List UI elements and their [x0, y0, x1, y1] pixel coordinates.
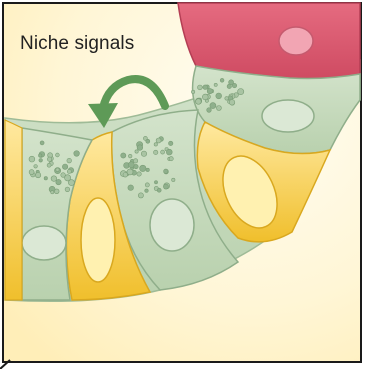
yellow-cell-edge [5, 120, 22, 300]
granule [47, 157, 51, 161]
granule [145, 189, 149, 193]
granule [61, 173, 66, 178]
green-cell-upper-nucleus [262, 100, 314, 132]
granule [154, 143, 157, 146]
granule [154, 181, 157, 184]
granule [191, 90, 194, 93]
granule [138, 193, 143, 198]
granule [67, 170, 71, 174]
granule [35, 172, 40, 177]
granule [145, 183, 149, 187]
green-cell-left-nucleus [22, 226, 66, 260]
granule [133, 159, 137, 163]
granule [67, 158, 72, 163]
granule [39, 154, 42, 157]
granule [196, 99, 202, 105]
granule [65, 187, 70, 192]
granule [123, 173, 128, 178]
granule [161, 150, 165, 154]
granule [238, 89, 244, 95]
granule [225, 97, 229, 101]
red-cell-nucleus [279, 27, 313, 55]
granule [216, 106, 221, 111]
granule [156, 138, 161, 143]
granule [121, 153, 126, 158]
granule [62, 164, 67, 169]
granule [47, 163, 51, 167]
granule [164, 169, 168, 173]
niche-signals-label: Niche signals [20, 33, 134, 55]
granule [203, 85, 208, 90]
granule [214, 83, 217, 86]
granule [166, 149, 172, 155]
granule [157, 188, 161, 192]
granule [39, 159, 43, 163]
granule [56, 153, 60, 157]
granule [207, 88, 212, 93]
yellow-cell-left-nucleus [81, 198, 115, 282]
green-cell-middle-nucleus [150, 199, 194, 251]
granule [68, 180, 74, 186]
granule [205, 99, 208, 102]
granule [137, 172, 141, 176]
granule [154, 150, 158, 154]
granule [44, 177, 47, 180]
granule [146, 168, 149, 171]
granule [127, 169, 133, 175]
granule [34, 165, 38, 169]
granule [207, 108, 212, 113]
granule [140, 165, 146, 171]
granule [141, 151, 146, 156]
granule [134, 164, 138, 168]
granule [137, 145, 143, 151]
granule [169, 141, 173, 145]
granule [216, 93, 222, 99]
granule [169, 157, 173, 161]
granule [128, 154, 132, 158]
granule [220, 78, 224, 82]
granule [135, 150, 138, 153]
granule [74, 151, 80, 157]
granule [40, 141, 44, 145]
granule [29, 156, 35, 162]
granule [56, 168, 59, 171]
granule [229, 100, 235, 106]
granule [227, 84, 231, 88]
granule [51, 191, 54, 194]
granule [163, 184, 168, 189]
granule [210, 103, 216, 109]
granule [172, 178, 175, 181]
granule [29, 170, 34, 175]
granule [56, 179, 61, 184]
granule [51, 176, 57, 182]
granule [146, 139, 150, 143]
granule [128, 185, 134, 191]
granule [232, 83, 236, 87]
granule [128, 162, 134, 168]
granule [198, 85, 203, 90]
